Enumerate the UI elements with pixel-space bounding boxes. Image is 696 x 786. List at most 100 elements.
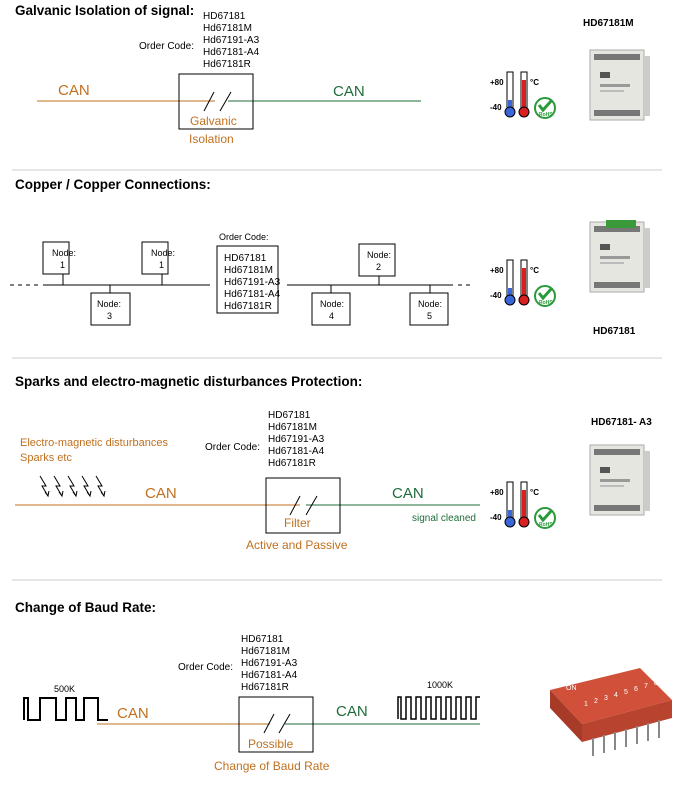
svg-text:Hd67181R: Hd67181R	[203, 59, 251, 70]
isolator-box	[178, 73, 254, 130]
svg-text:Hd67191-A3: Hd67191-A3	[268, 434, 325, 445]
node-box: Node: 2	[358, 243, 396, 277]
node-box: Node: 1	[141, 241, 175, 275]
svg-text:5: 5	[427, 311, 432, 321]
svg-text:Hd67181M: Hd67181M	[241, 646, 290, 657]
svg-text:1: 1	[159, 260, 164, 270]
section-title: Galvanic Isolation of signal:	[15, 3, 194, 18]
svg-text:HD67181: HD67181	[224, 253, 267, 264]
svg-text:HD67181: HD67181	[268, 410, 311, 421]
disturbance-label: Electro-magnetic disturbances	[20, 437, 168, 449]
signal-cleaned-label: signal cleaned	[412, 513, 476, 524]
svg-text:-40: -40	[490, 103, 502, 112]
can-output-label: CAN	[392, 485, 424, 502]
order-code-list: HD67181 Hd67181M Hd67191-A3 Hd67181-A4 H…	[241, 634, 298, 693]
below-label: Active and Passive	[246, 538, 348, 552]
filter-box	[265, 477, 341, 534]
sparks-label: Sparks etc	[20, 452, 72, 464]
svg-text:+80: +80	[490, 266, 504, 275]
svg-text:1: 1	[584, 701, 588, 708]
svg-text:+80: +80	[490, 488, 504, 497]
section-galvanic-isolation: Galvanic Isolation of signal: Order Code…	[15, 3, 651, 146]
can-input-label: CAN	[58, 82, 90, 99]
order-code-label: Order Code:	[178, 662, 233, 673]
dip-switch-image: ON 1 2 3 4 5 6 7 8	[550, 668, 672, 756]
section-baud-rate: Change of Baud Rate: Order Code: HD67181…	[15, 600, 672, 773]
below-label: Change of Baud Rate	[214, 759, 330, 773]
svg-text:Hd67181R: Hd67181R	[224, 301, 272, 312]
svg-text:Hd67181M: Hd67181M	[268, 422, 317, 433]
svg-text:Hd67181M: Hd67181M	[203, 23, 252, 34]
svg-text:RoHS: RoHS	[539, 522, 553, 528]
can-input-label: CAN	[145, 485, 177, 502]
box-label: Possible	[248, 737, 294, 751]
below-label: Isolation	[189, 132, 234, 146]
svg-text:6: 6	[634, 686, 638, 693]
svg-text:°C: °C	[530, 78, 539, 87]
box-label: Filter	[284, 516, 311, 530]
product-label: HD67181	[593, 326, 636, 337]
svg-text:Hd67191-A3: Hd67191-A3	[224, 277, 281, 288]
svg-text:-40: -40	[490, 291, 502, 300]
svg-text:4: 4	[614, 692, 618, 699]
baud-converter-box	[238, 696, 314, 753]
order-code-list: HD67181 Hd67181M Hd67191-A3 Hd67181-A4 H…	[224, 253, 281, 312]
svg-text:HD67181: HD67181	[241, 634, 284, 645]
svg-text:Node:: Node:	[52, 248, 76, 258]
can-output-label: CAN	[336, 703, 368, 720]
order-code-box	[216, 245, 279, 314]
section-sparks-protection: Sparks and electro-magnetic disturbances…	[15, 374, 652, 552]
section-title: Sparks and electro-magnetic disturbances…	[15, 374, 362, 389]
svg-text:RoHS: RoHS	[539, 112, 553, 118]
order-code-label: Order Code:	[139, 41, 194, 52]
can-output-label: CAN	[333, 83, 365, 100]
svg-text:Node:: Node:	[367, 250, 391, 260]
section-copper-connections: Copper / Copper Connections: Node:1 Node…	[10, 177, 651, 337]
node-box: Node:1	[42, 241, 76, 275]
thermometer-rohs-icon: +80 -40 °C RoHS	[490, 71, 556, 119]
svg-text:4: 4	[329, 311, 334, 321]
waveform-500k	[23, 697, 108, 721]
svg-text:°C: °C	[530, 266, 539, 275]
svg-text:+80: +80	[490, 78, 504, 87]
order-code-label: Order Code:	[205, 442, 260, 453]
can-input-label: CAN	[117, 705, 149, 722]
svg-text:HD67181: HD67181	[203, 11, 246, 22]
order-code-list: HD67181 Hd67181M Hd67191-A3 Hd67181-A4 H…	[203, 11, 260, 70]
svg-text:7: 7	[644, 683, 648, 690]
node-box: Node: 5	[409, 292, 449, 326]
order-code-list: HD67181 Hd67181M Hd67191-A3 Hd67181-A4 H…	[268, 410, 325, 469]
section-title: Change of Baud Rate:	[15, 600, 156, 615]
svg-text:Hd67181M: Hd67181M	[224, 265, 273, 276]
rate-out-label: 1000K	[427, 680, 453, 690]
svg-text:5: 5	[624, 689, 628, 696]
svg-text:Hd67181-A4: Hd67181-A4	[224, 289, 281, 300]
svg-text:ON: ON	[566, 685, 577, 692]
svg-text:8: 8	[654, 680, 658, 687]
thermometer-rohs-icon: +80 -40 °C RoHS	[490, 481, 556, 529]
svg-text:Hd67181R: Hd67181R	[241, 682, 289, 693]
svg-text:Hd67181R: Hd67181R	[268, 458, 316, 469]
svg-text:3: 3	[107, 311, 112, 321]
svg-text:Node:: Node:	[418, 299, 442, 309]
product-label: HD67181- A3	[591, 417, 652, 428]
product-label: HD67181M	[583, 18, 634, 29]
svg-text:°C: °C	[530, 488, 539, 497]
order-code-label: Order Code:	[219, 232, 269, 242]
svg-text:Node:: Node:	[320, 299, 344, 309]
node-box: Node: 3	[90, 292, 131, 326]
svg-text:-40: -40	[490, 513, 502, 522]
svg-text:Hd67191-A3: Hd67191-A3	[241, 658, 298, 669]
svg-text:2: 2	[376, 262, 381, 272]
svg-text:RoHS: RoHS	[539, 300, 553, 306]
svg-text:Node:: Node:	[151, 248, 175, 258]
box-label: Galvanic	[190, 114, 237, 128]
svg-text:Node:: Node:	[97, 299, 121, 309]
svg-text:Hd67181-A4: Hd67181-A4	[268, 446, 325, 457]
thermometer-rohs-icon: +80 -40 °C RoHS	[490, 259, 556, 307]
svg-text:Hd67181-A4: Hd67181-A4	[241, 670, 298, 681]
waveform-1000k	[397, 696, 480, 720]
lightning-icon	[39, 475, 106, 498]
svg-text:Hd67181-A4: Hd67181-A4	[203, 47, 260, 58]
